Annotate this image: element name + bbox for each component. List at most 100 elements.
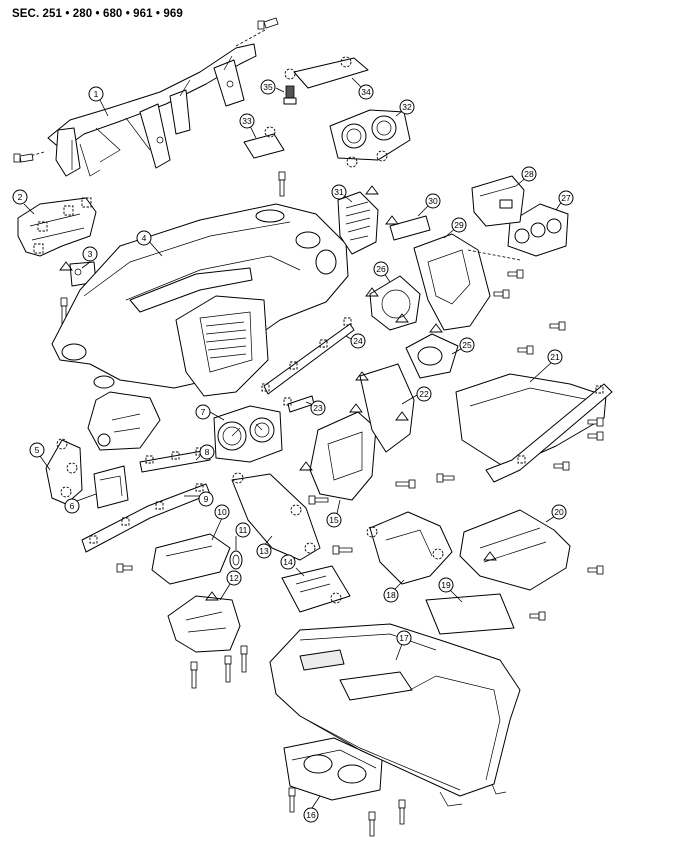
screw bbox=[288, 787, 296, 813]
part-column-cover-upper bbox=[151, 533, 231, 585]
part-bracket-30 bbox=[385, 215, 431, 241]
callout-34: 34 bbox=[358, 84, 374, 100]
svg-text:20: 20 bbox=[554, 507, 564, 517]
svg-text:15: 15 bbox=[329, 515, 339, 525]
screw bbox=[116, 563, 133, 573]
svg-text:19: 19 bbox=[441, 580, 451, 590]
svg-text:24: 24 bbox=[353, 336, 363, 346]
callout-17: 17 bbox=[396, 630, 412, 646]
svg-text:29: 29 bbox=[454, 220, 464, 230]
part-mat-19 bbox=[425, 593, 515, 635]
svg-text:21: 21 bbox=[550, 352, 560, 362]
part-cover-34 bbox=[284, 56, 369, 89]
callout-12: 12 bbox=[226, 570, 242, 586]
screw bbox=[587, 431, 604, 441]
svg-text:14: 14 bbox=[283, 557, 293, 567]
screw bbox=[332, 545, 353, 555]
callout-30: 30 bbox=[425, 193, 441, 209]
screw bbox=[587, 417, 604, 427]
part-audio-unit bbox=[471, 175, 525, 227]
part-key-ring bbox=[229, 550, 243, 570]
svg-text:10: 10 bbox=[217, 507, 227, 517]
callout-9: 9 bbox=[198, 491, 214, 507]
section-title: SEC. 251 • 280 • 680 • 961 • 969 bbox=[12, 8, 183, 20]
svg-text:17: 17 bbox=[399, 633, 409, 643]
screw bbox=[517, 345, 534, 355]
svg-text:9: 9 bbox=[204, 494, 209, 504]
screw bbox=[13, 153, 34, 163]
svg-text:33: 33 bbox=[242, 116, 252, 126]
callout-2: 2 bbox=[12, 189, 28, 205]
callout-22: 22 bbox=[416, 386, 432, 402]
callout-1: 1 bbox=[88, 86, 104, 102]
callout-18: 18 bbox=[383, 587, 399, 603]
callout-6: 6 bbox=[64, 498, 80, 514]
screw bbox=[240, 645, 248, 673]
callout-10: 10 bbox=[214, 504, 230, 520]
part-bracket-2 bbox=[17, 197, 97, 257]
screw bbox=[587, 565, 604, 575]
leader-lines bbox=[23, 77, 565, 809]
part-knee-protector bbox=[231, 472, 321, 561]
screw bbox=[529, 611, 546, 621]
part-console-box bbox=[269, 623, 521, 807]
callout-14: 14 bbox=[280, 554, 296, 570]
svg-text:26: 26 bbox=[376, 264, 386, 274]
part-steering-member bbox=[29, 29, 266, 177]
callout-27: 27 bbox=[558, 190, 574, 206]
callout-33: 33 bbox=[239, 113, 255, 129]
screw bbox=[507, 269, 524, 279]
svg-text:7: 7 bbox=[201, 407, 206, 417]
callout-26: 26 bbox=[373, 261, 389, 277]
svg-text:18: 18 bbox=[386, 590, 396, 600]
svg-text:8: 8 bbox=[205, 447, 210, 457]
part-cover-6 bbox=[93, 465, 129, 509]
callout-11: 11 bbox=[235, 522, 251, 538]
svg-text:13: 13 bbox=[259, 546, 269, 556]
callout-28: 28 bbox=[521, 166, 537, 182]
svg-text:11: 11 bbox=[239, 525, 248, 535]
svg-text:25: 25 bbox=[462, 340, 472, 350]
screw bbox=[549, 321, 566, 331]
part-column-cover-lower bbox=[167, 591, 241, 653]
callout-4: 4 bbox=[136, 230, 152, 246]
svg-text:5: 5 bbox=[35, 445, 40, 455]
part-lower-cover-20 bbox=[459, 509, 571, 591]
callout-23: 23 bbox=[310, 400, 326, 416]
screw bbox=[224, 655, 232, 683]
svg-text:16: 16 bbox=[306, 810, 316, 820]
screw bbox=[190, 661, 198, 689]
svg-text:4: 4 bbox=[142, 233, 147, 243]
callout-29: 29 bbox=[451, 217, 467, 233]
part-cluster-lid bbox=[413, 233, 521, 331]
svg-text:32: 32 bbox=[402, 102, 412, 112]
svg-text:31: 31 bbox=[334, 187, 344, 197]
part-combination-meter bbox=[213, 405, 283, 463]
callout-5: 5 bbox=[29, 442, 45, 458]
svg-text:23: 23 bbox=[313, 403, 323, 413]
screw bbox=[436, 473, 455, 483]
part-side-finisher-22 bbox=[355, 363, 415, 453]
svg-text:12: 12 bbox=[229, 573, 239, 583]
callout-20: 20 bbox=[551, 504, 567, 520]
screw bbox=[368, 811, 376, 837]
part-bracket-23 bbox=[283, 395, 315, 413]
svg-text:35: 35 bbox=[263, 82, 273, 92]
callout-35: 35 bbox=[260, 79, 276, 95]
part-shift-finisher bbox=[405, 323, 459, 379]
part-sensor-35 bbox=[283, 85, 297, 105]
part-bracket-24 bbox=[261, 317, 355, 395]
part-lower-finisher-18 bbox=[366, 511, 453, 585]
callout-8: 8 bbox=[199, 444, 215, 460]
part-lid-14 bbox=[281, 565, 351, 613]
callout-32: 32 bbox=[399, 99, 415, 115]
callout-15: 15 bbox=[326, 512, 342, 528]
svg-text:27: 27 bbox=[561, 193, 571, 203]
callout-16: 16 bbox=[303, 807, 319, 823]
svg-text:22: 22 bbox=[419, 389, 429, 399]
callout-13: 13 bbox=[256, 543, 272, 559]
part-cup-holder bbox=[283, 737, 383, 801]
svg-text:30: 30 bbox=[428, 196, 438, 206]
part-ac-controller bbox=[507, 203, 569, 257]
